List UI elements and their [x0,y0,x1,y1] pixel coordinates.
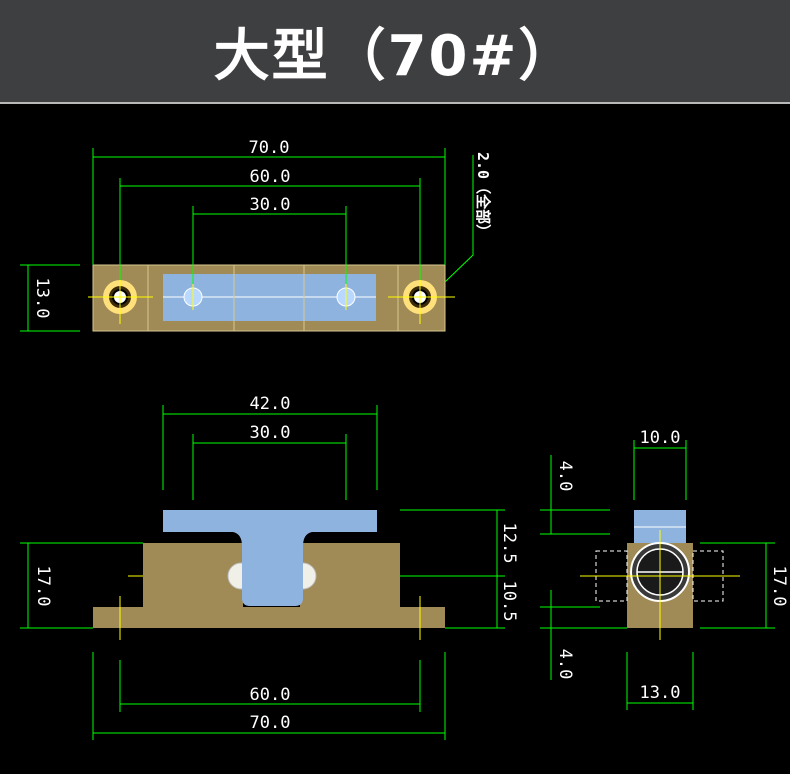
side-view-dim-top-offset: 4.0 [555,461,575,492]
side-view-center-lines [580,530,740,640]
front-view: 42.0 30.0 17.0 12.5 10.5 60.0 70.0 [20,394,519,740]
top-view-dim-holes: 60.0 [250,167,291,187]
side-view-dim-height: 17.0 [769,566,789,607]
top-view-dim-height: 13.0 [32,278,52,319]
front-view-dim-upper: 12.5 [499,523,519,564]
side-view-dim-bottom-offset: 4.0 [555,649,575,680]
top-view-dim-overall: 70.0 [249,138,290,158]
title-banner: 大型（70#） [0,0,790,104]
front-view-dim-total-height: 17.0 [33,566,53,607]
page-title: 大型（70#） [213,23,577,89]
top-view: 70.0 60.0 30.0 13.0 2.0（全部） [20,138,492,332]
top-view-hole-note: 2.0（全部） [474,152,492,239]
front-view-dimension-lines [20,405,505,740]
top-view-dim-clip: 30.0 [250,195,291,215]
front-view-dim-bottom-overall: 70.0 [250,713,291,733]
side-view-dim-bottom-width: 13.0 [640,683,681,703]
front-view-dim-bottom-holes: 60.0 [250,685,291,705]
top-view-dimension-lines [20,148,474,332]
front-view-dim-clip-inner: 30.0 [250,423,291,443]
side-view: 10.0 4.0 4.0 17.0 13.0 [540,428,789,710]
front-view-dim-lower: 10.5 [499,581,519,622]
front-view-housing-left [143,543,243,613]
front-view-dim-clip-width: 42.0 [250,394,291,414]
side-view-dimension-lines [540,440,775,710]
front-view-clip [163,510,377,606]
drawing-background [0,104,790,774]
front-view-housing-right [300,543,400,613]
top-view-center-lines [88,270,455,324]
side-view-dim-top-width: 10.0 [640,428,681,448]
